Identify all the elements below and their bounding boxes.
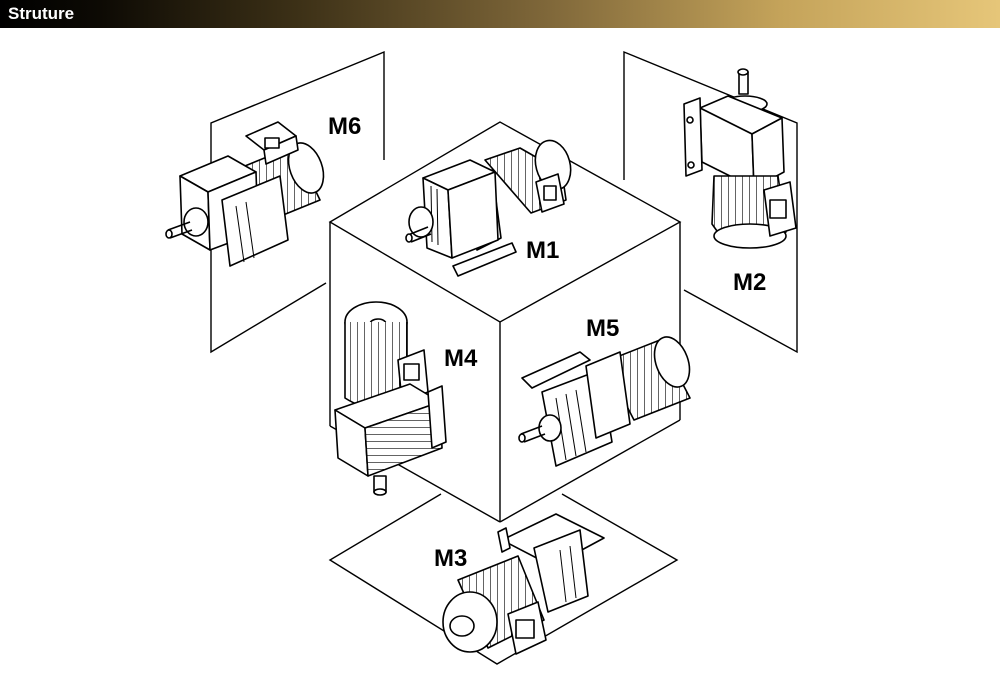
- motor-m2: [683, 68, 797, 249]
- label-m1: M1: [526, 237, 559, 264]
- label-m2: M2: [733, 269, 766, 296]
- label-m6: M6: [328, 113, 361, 140]
- plane-m6: [210, 50, 385, 354]
- mounting-positions-diagram: M6 M1 M2 M5 M4 M3: [165, 50, 798, 665]
- plane-m2: [623, 50, 798, 354]
- motor-m5: [518, 336, 691, 467]
- label-m4: M4: [444, 345, 478, 372]
- page-title: Struture: [8, 4, 75, 23]
- motor-m4: [334, 301, 447, 496]
- motor-m6: [165, 121, 325, 267]
- motor-m1: [405, 139, 572, 277]
- title-bar: Struture: [0, 0, 1000, 28]
- plane-m3: [328, 493, 679, 665]
- motor-m3: [442, 513, 605, 655]
- label-m3: M3: [434, 545, 467, 572]
- label-m5: M5: [586, 315, 619, 342]
